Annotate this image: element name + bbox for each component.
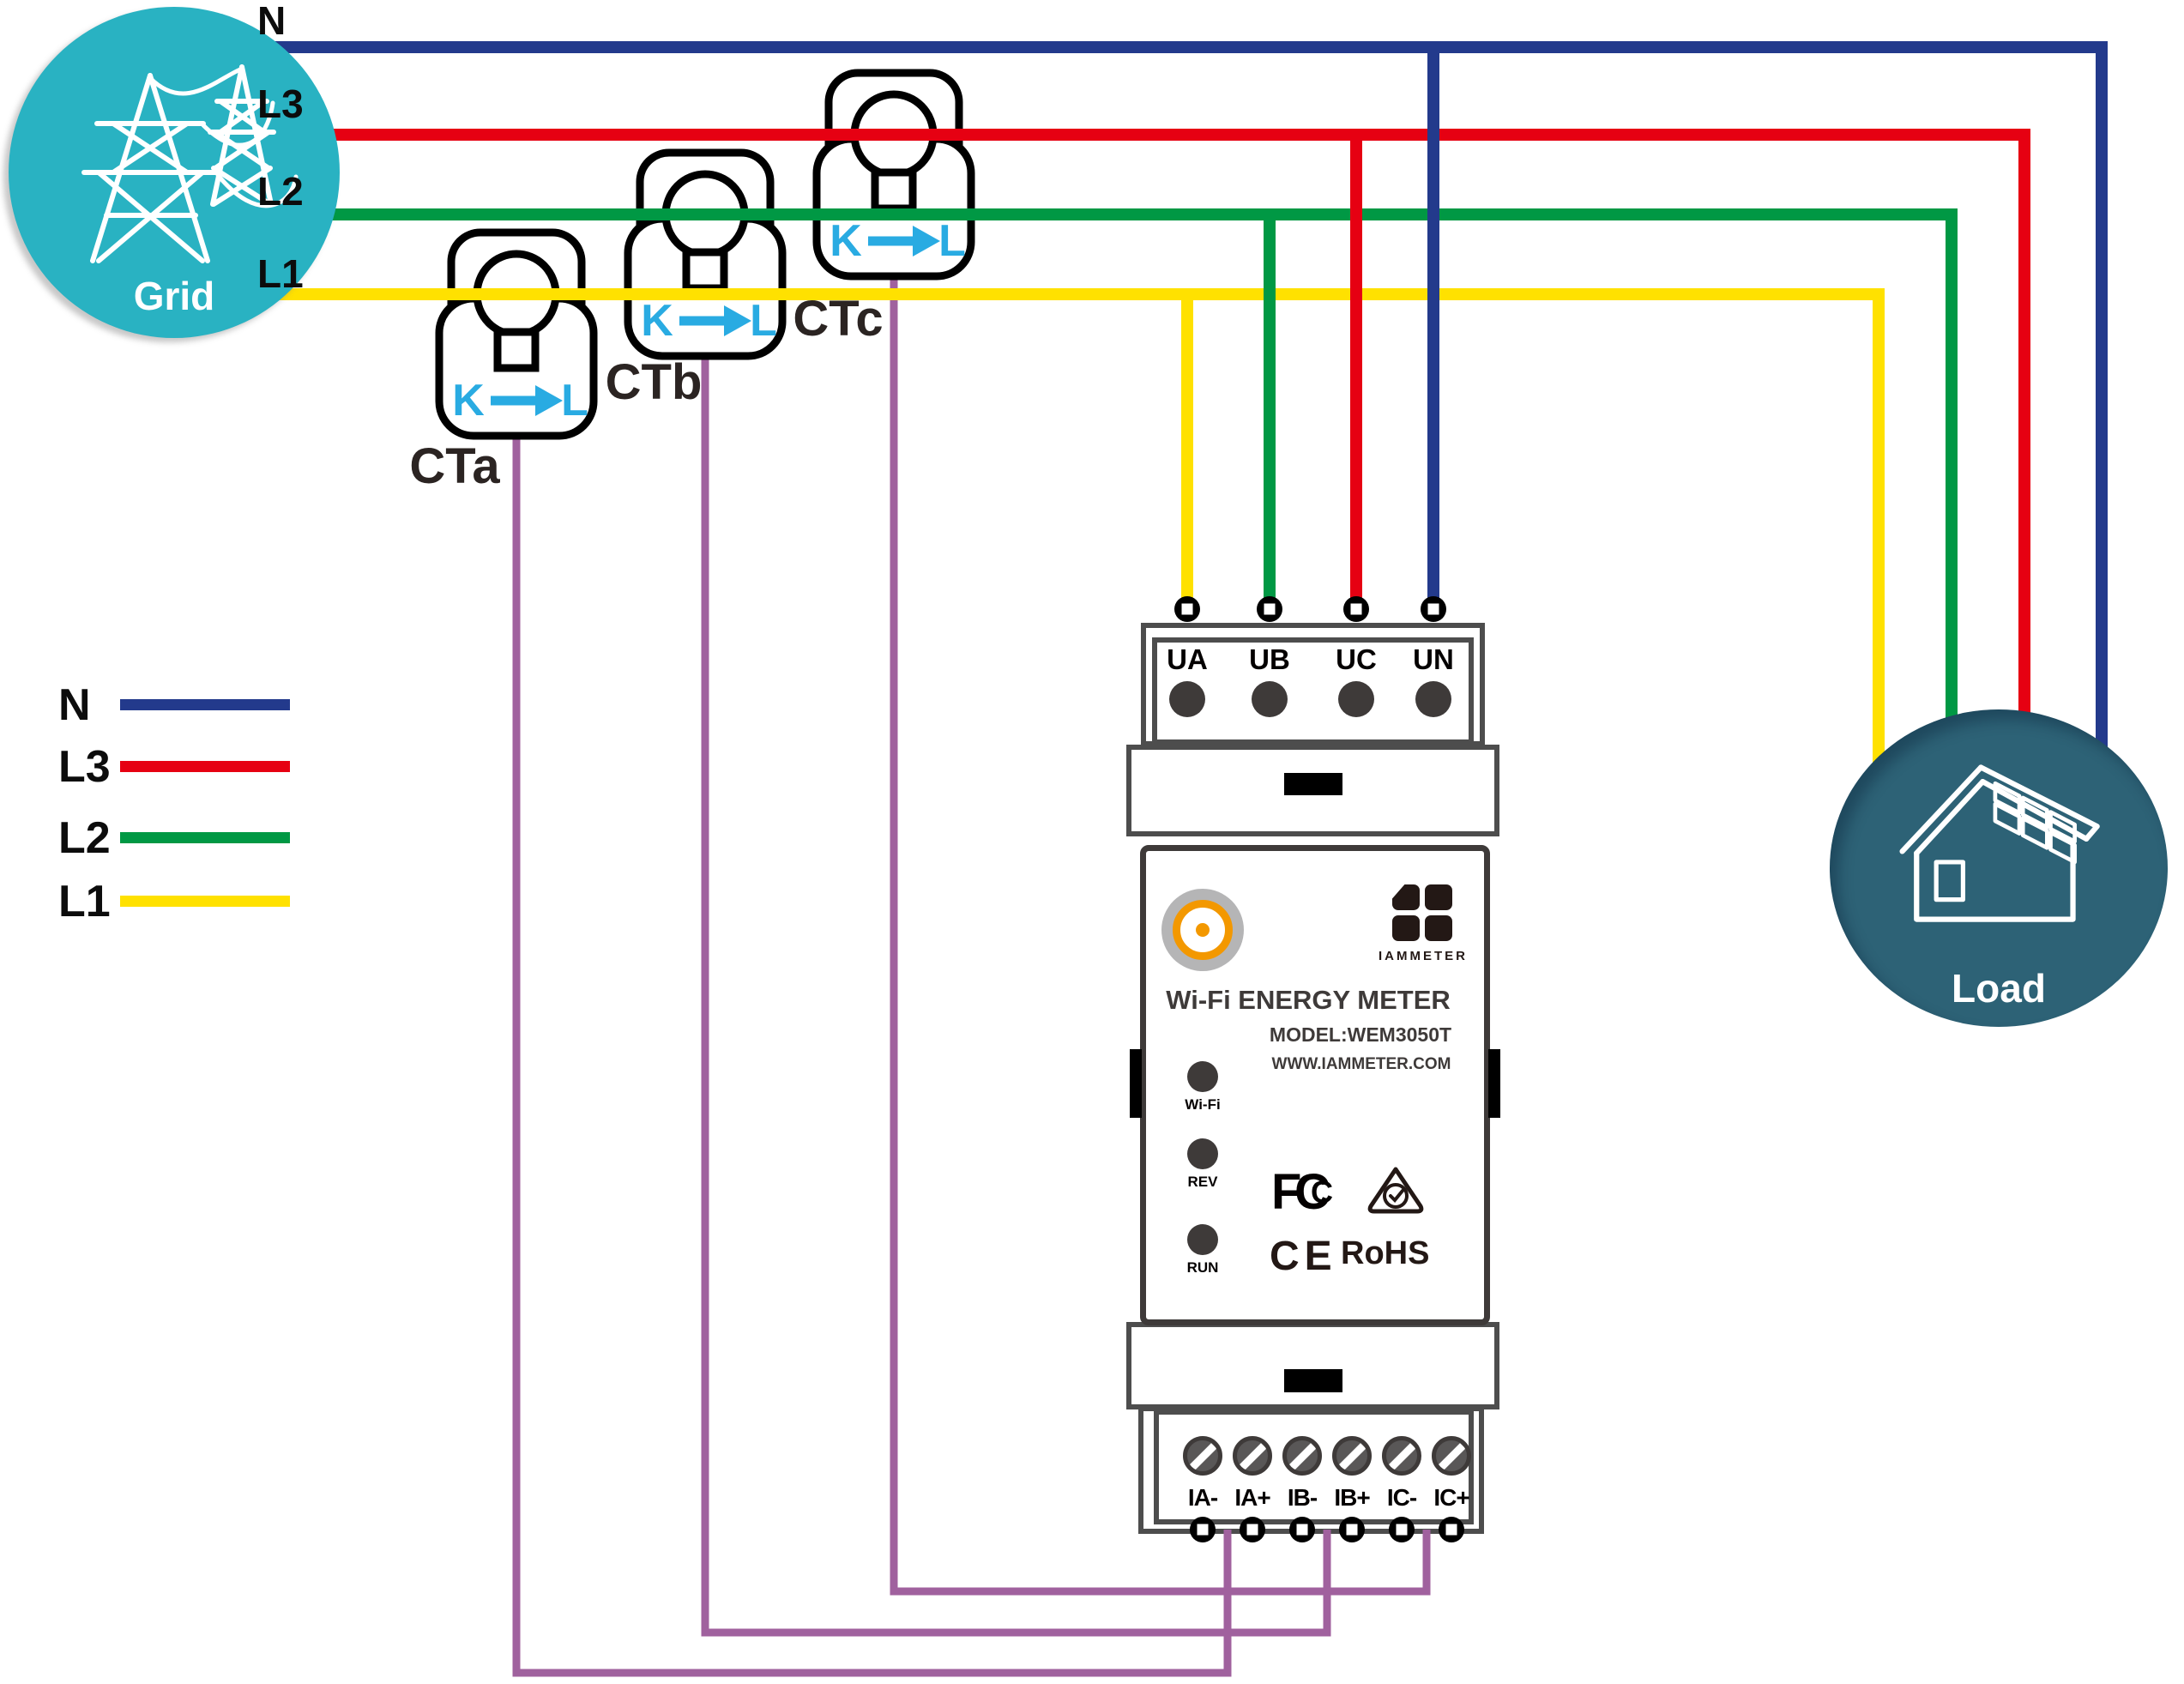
iammeter-logo-icon [1425, 915, 1452, 941]
run-led [1187, 1224, 1218, 1255]
wire-label-l2: L2 [257, 169, 304, 214]
ct-b-arrow-head-icon [724, 305, 751, 336]
wifi-led [1187, 1061, 1218, 1092]
ct-a-k-mark: K [452, 376, 485, 426]
terminal-screw-ub [1252, 681, 1288, 717]
wire-label-l3: L3 [257, 81, 304, 126]
screw-ia-plus [1233, 1436, 1272, 1476]
legend-label-l1: L1 [58, 877, 111, 927]
lug-ib-plus [1339, 1517, 1365, 1542]
wire-label-n: N [257, 0, 287, 43]
legend-swatch-l3 [120, 761, 290, 772]
lug-uc [1343, 596, 1369, 622]
wire-l2 [172, 208, 1958, 866]
ct-c-label: CTc [793, 291, 884, 347]
lug-ib-minus [1289, 1517, 1315, 1542]
ct-clamp-c: K L [812, 69, 975, 281]
lug-ic-minus [1389, 1517, 1415, 1542]
ct-b-l-mark: L [750, 296, 777, 346]
terminal-screw-un [1415, 681, 1451, 717]
terminal-label-ia-minus: IA- [1187, 1484, 1218, 1511]
ct-b-k-mark: K [641, 296, 673, 346]
terminal-label-ic-plus: IC+ [1433, 1484, 1469, 1511]
screw-ic-plus [1432, 1436, 1471, 1476]
rev-led-label: REV [1187, 1174, 1218, 1190]
terminal-label-ib-plus: IB+ [1334, 1484, 1370, 1511]
grid-node: Grid [9, 7, 340, 338]
screw-ic-minus [1382, 1436, 1421, 1476]
terminal-screw-uc [1338, 681, 1374, 717]
terminal-label-uc: UC [1336, 643, 1377, 675]
ct-b-label: CTb [605, 354, 703, 410]
ct-c-l-mark: L [938, 216, 966, 266]
screw-ia-minus [1183, 1436, 1222, 1476]
lug-un [1421, 596, 1446, 622]
terminal-label-ic-minus: IC- [1386, 1484, 1417, 1511]
ct-clamp-a: K L [435, 228, 598, 440]
lug-ic-plus [1439, 1517, 1464, 1542]
screw-ib-plus [1332, 1436, 1372, 1476]
legend-swatch-l2 [120, 832, 290, 843]
din-clip-right [1488, 1049, 1500, 1118]
ct-c-cable [890, 269, 1431, 1596]
rev-led [1187, 1138, 1218, 1169]
load-label: Load [1952, 966, 2046, 1011]
terminal-label-ub: UB [1249, 643, 1290, 675]
meter-model: MODEL:WEM3050T [1269, 1023, 1452, 1046]
bottom-flange-slot [1284, 1369, 1342, 1392]
ct-clamp-b: K L [624, 148, 787, 360]
house-solar-icon [1899, 764, 2100, 922]
meter-top-cap [1126, 745, 1499, 836]
run-led-label: RUN [1186, 1259, 1219, 1276]
ct-a-cable [512, 429, 1232, 1677]
ct-a-l-mark: L [561, 376, 588, 426]
ce-mark: CE [1270, 1234, 1337, 1279]
legend-label-l2: L2 [58, 813, 111, 863]
legend-label-n: N [58, 680, 91, 730]
din-clip-left [1130, 1049, 1142, 1118]
lug-ua [1174, 596, 1200, 622]
screw-ib-minus [1282, 1436, 1322, 1476]
brand-name: IAMMETER [1379, 949, 1468, 963]
iammeter-logo-icon [1425, 884, 1452, 910]
wire-l1 [172, 288, 1885, 866]
transmission-tower-icon [81, 64, 299, 263]
rcm-mark-icon [1367, 1167, 1424, 1214]
meter-title: Wi-Fi ENERGY METER [1166, 985, 1451, 1015]
load-node: Load [1830, 709, 2168, 1027]
wire-neutral [172, 41, 2108, 866]
legend-swatch-n [120, 699, 290, 710]
legend-swatch-l1 [120, 896, 290, 907]
ct-a-arrow-head-icon [535, 385, 563, 416]
meter-website: WWW.IAMMETER.COM [1271, 1055, 1451, 1073]
terminal-screw-ua [1169, 681, 1205, 717]
antenna-pin-icon [1196, 923, 1210, 937]
lug-ia-plus [1240, 1517, 1265, 1542]
ct-a-label: CTa [409, 438, 500, 494]
ct-b-cable [701, 349, 1331, 1637]
wire-label-l1: L1 [257, 251, 304, 296]
legend-label-l3: L3 [58, 742, 111, 792]
top-cap-slot [1284, 773, 1342, 795]
wifi-led-label: Wi-Fi [1185, 1096, 1221, 1113]
lug-ub [1257, 596, 1282, 622]
rohs-mark: RoHS [1341, 1235, 1430, 1271]
wire-l3 [172, 129, 2030, 866]
terminal-label-ua: UA [1167, 643, 1208, 675]
fcc-mark-icon: F C C [1271, 1164, 1333, 1220]
iammeter-logo-icon [1392, 915, 1420, 941]
terminal-label-ib-minus: IB- [1287, 1484, 1318, 1511]
ct-c-arrow-head-icon [913, 226, 940, 257]
terminal-label-ia-plus: IA+ [1234, 1484, 1270, 1511]
lug-ia-minus [1190, 1517, 1216, 1542]
grid-label: Grid [133, 274, 215, 318]
terminal-label-un: UN [1413, 643, 1454, 675]
ct-c-k-mark: K [830, 216, 862, 266]
